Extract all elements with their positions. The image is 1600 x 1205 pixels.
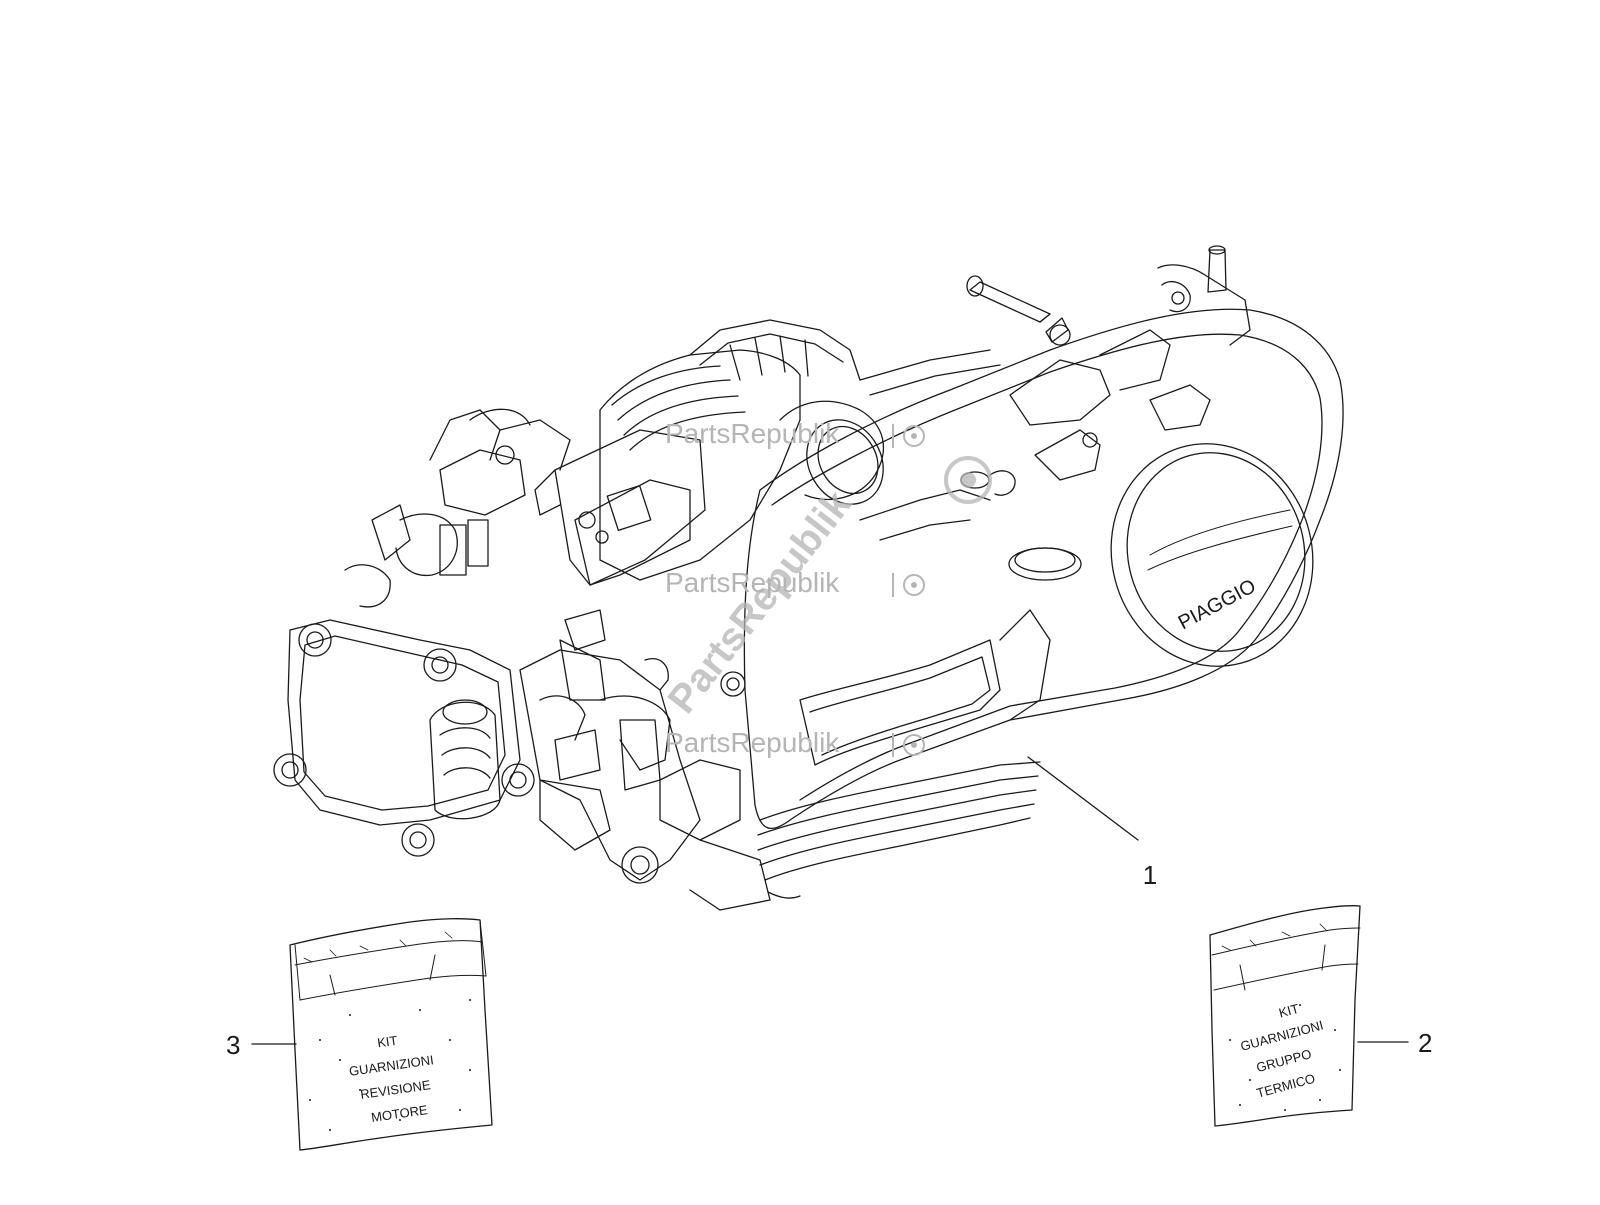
valve-cover <box>273 619 535 857</box>
throttle-control-module <box>534 429 706 586</box>
callout-1-leader <box>1027 756 1139 841</box>
kit3-line-1: KIT <box>376 1033 398 1051</box>
callout-1-label: 1 <box>1143 860 1157 890</box>
variator-cover: PIAGGIO <box>1110 443 1314 667</box>
cooling-shroud <box>689 319 1001 541</box>
transmission-cover <box>743 308 1344 899</box>
kit2-line-4: TERMICO <box>1255 1071 1317 1101</box>
kit3-line-4: MOTORE <box>370 1102 429 1125</box>
watermark-text-3: PartsRepublik <box>665 727 840 758</box>
kit2-line-3: GRUPPO <box>1255 1046 1313 1075</box>
gasket-kit-cylinder-unit: KIT GUARNIZIONI GRUPPO TERMICO <box>1209 904 1361 1127</box>
watermark-3: PartsRepublik <box>665 727 925 758</box>
watermark-text-2: PartsRepublik <box>665 567 840 598</box>
injector-and-sensors <box>344 408 741 841</box>
brand-mark: PIAGGIO <box>1175 575 1260 634</box>
rear-axle-shaft <box>966 245 1251 346</box>
callout-2-label: 2 <box>1418 1028 1432 1058</box>
kit3-line-2: GUARNIZIONI <box>348 1052 434 1079</box>
engine-mount-brackets <box>960 329 1211 496</box>
kit2-line-2: GUARNIZIONI <box>1239 1017 1325 1054</box>
watermark-text-1: PartsRepublik <box>665 418 840 449</box>
gasket-kit-engine-overhaul: KIT GUARNIZIONI REVISIONE MOTORE <box>289 918 493 1151</box>
kit2-line-1: KIT <box>1277 1001 1300 1021</box>
watermark-1: PartsRepublik <box>665 418 925 449</box>
cylinder-head <box>599 349 885 581</box>
watermark-2: PartsRepublik <box>665 567 925 598</box>
callout-3-label: 3 <box>226 1030 240 1060</box>
crankcase <box>519 649 771 911</box>
kit3-line-3: REVISIONE <box>359 1077 432 1102</box>
